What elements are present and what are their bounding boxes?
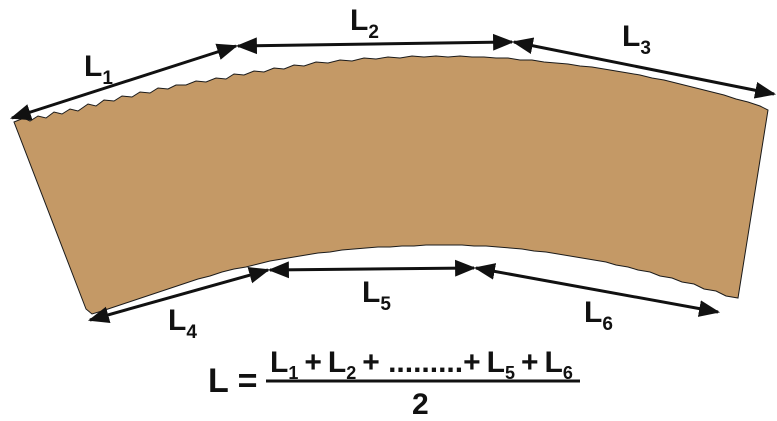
arrow-l6 (473, 263, 721, 317)
arrow-l3 (511, 37, 777, 99)
label-l2: L2 (350, 4, 379, 43)
label-l5: L5 (362, 276, 391, 315)
label-l3: L3 (622, 20, 651, 59)
formula: L = L1+L2+ .........+L5+L6 2 (208, 346, 580, 421)
formula-lhs: L = (208, 362, 257, 400)
arrow-l4 (87, 267, 271, 323)
arrow-l5 (267, 259, 477, 279)
label-l6: L6 (584, 296, 613, 335)
arrow-l2 (235, 33, 515, 55)
formula-denominator: 2 (412, 388, 429, 421)
formula-numerator: L1+L2+ .........+L5+L6 (270, 346, 573, 383)
sample-band (13, 55, 769, 315)
arrow-l1 (10, 43, 238, 121)
label-l1: L1 (84, 50, 113, 89)
label-l4: L4 (168, 304, 197, 343)
